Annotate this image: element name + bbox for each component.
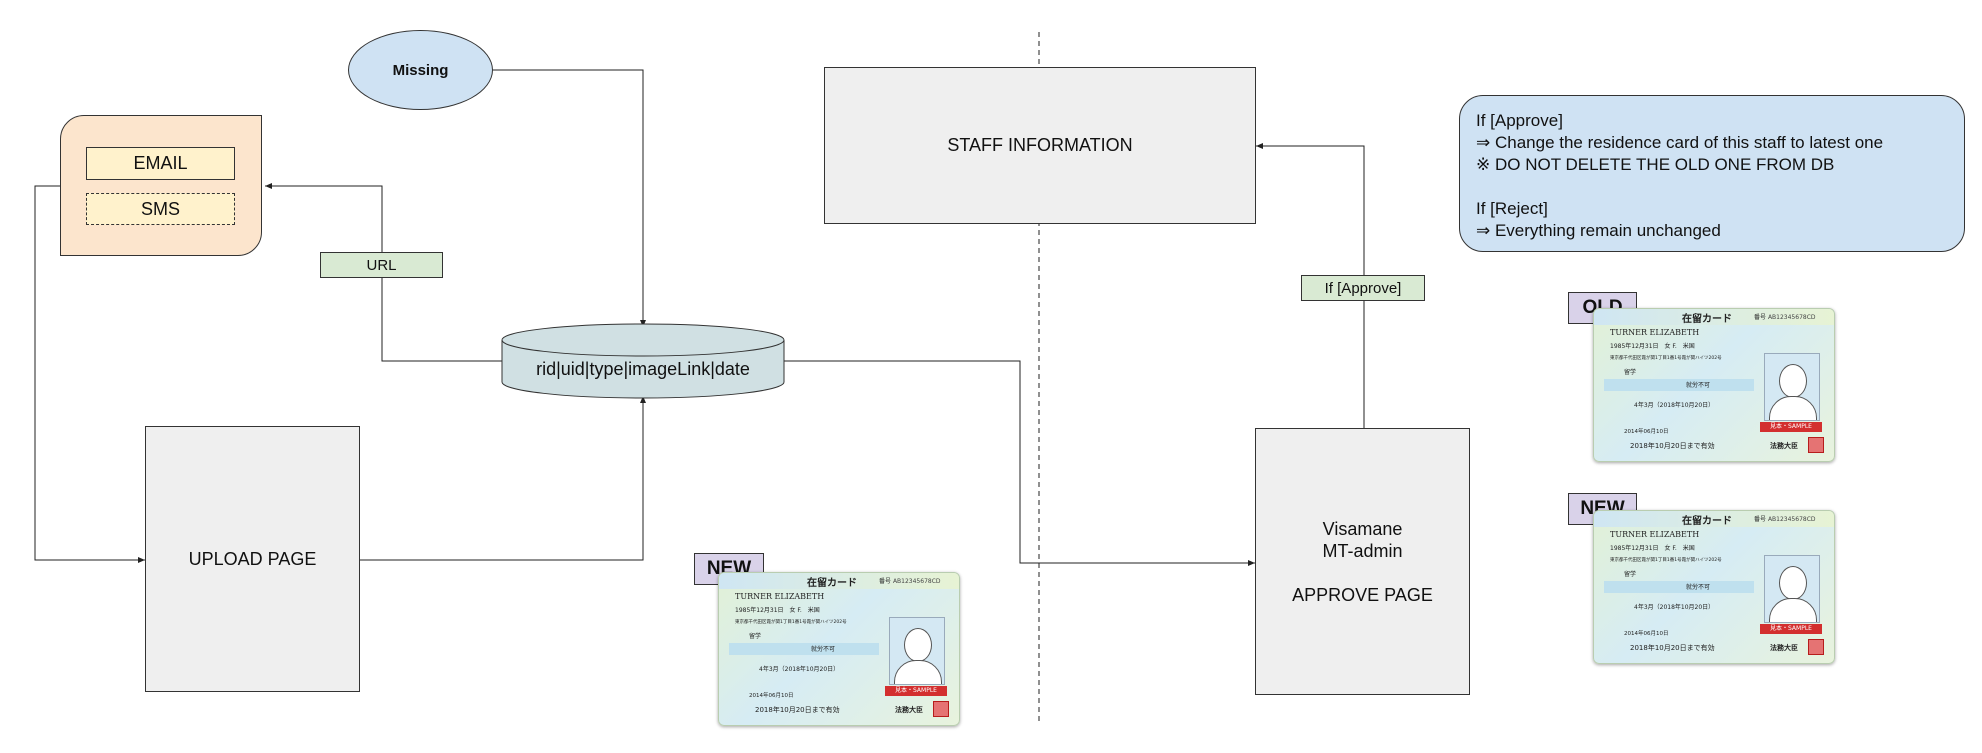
card-period: 4年3月（2018年10月20日） (1634, 604, 1715, 611)
upload-page-box: UPLOAD PAGE (145, 426, 360, 692)
residence-card-image: 在留カード 番号 AB12345678CD TURNER ELIZABETH 1… (1593, 308, 1835, 462)
approve-to-staff-arrow (1256, 143, 1365, 428)
missing-to-db-arrow (493, 69, 646, 327)
card-name: TURNER ELIZABETH (1610, 328, 1700, 337)
approve-page-line3: APPROVE PAGE (1292, 584, 1433, 605)
note-box: If [Approve] ⇒ Change the residence card… (1459, 95, 1965, 252)
card-issued: 2014年06月10日 (1624, 429, 1669, 435)
card-dob: 1985年12月31日 (1610, 545, 1659, 552)
note-line-2: ⇒ Change the residence card of this staf… (1476, 133, 1884, 152)
card-photo (1764, 555, 1820, 623)
approve-page-line1: Visamane (1322, 518, 1403, 539)
url-label: URL (366, 256, 397, 274)
email-label: EMAIL (133, 153, 188, 173)
db-to-approve-arrow (784, 360, 1255, 566)
card-photo (1764, 353, 1820, 421)
card-sex: 女 F. (789, 607, 802, 614)
card-title: 在留カード (1682, 516, 1732, 527)
if-approve-label: If [Approve] (1324, 279, 1402, 297)
card-work: 就労不可 (811, 646, 836, 653)
card-address: 東京都千代田区霞が関1丁目1番1号霞が関ハイツ202号 (1610, 558, 1722, 563)
sms-box: SMS (86, 193, 235, 225)
email-box: EMAIL (86, 147, 235, 180)
card-sample-badge: 見本・SAMPLE (1760, 624, 1822, 634)
notify-box: EMAIL SMS (60, 115, 262, 256)
card-name: TURNER ELIZABETH (735, 592, 825, 601)
card-period: 4年3月（2018年10月20日） (759, 666, 840, 673)
card-work: 就労不可 (1686, 584, 1711, 591)
card-address: 東京都千代田区霞が関1丁目1番1号霞が関ハイツ202号 (1610, 356, 1722, 361)
card-title: 在留カード (807, 578, 857, 589)
card-number: AB12345678CD (1767, 314, 1816, 321)
card-issued: 2014年06月10日 (749, 693, 794, 699)
card-status: 留学 (1624, 369, 1637, 376)
upload-page-label: UPLOAD PAGE (188, 548, 317, 569)
card-number: AB12345678CD (1767, 516, 1816, 523)
card-number-label: 番号 (1754, 314, 1767, 321)
card-name: TURNER ELIZABETH (1610, 530, 1700, 539)
url-label-box: URL (320, 252, 443, 278)
missing-node: Missing (348, 30, 493, 110)
card-number-label: 番号 (1754, 516, 1767, 523)
card-nationality: 米国 (1682, 343, 1695, 350)
card-valid: 2018年10月20日まで有効 (1630, 442, 1715, 450)
upload-to-db-arrow (360, 396, 646, 561)
card-seal (1808, 437, 1824, 453)
card-nationality: 米国 (1682, 545, 1695, 552)
card-dob: 1985年12月31日 (735, 607, 784, 614)
card-valid: 2018年10月20日まで有効 (1630, 644, 1715, 652)
card-title: 在留カード (1682, 314, 1732, 325)
card-sample-badge: 見本・SAMPLE (885, 686, 947, 696)
note-line-4: If [Reject] (1476, 199, 1548, 218)
missing-label: Missing (392, 61, 449, 79)
card-status: 留学 (1624, 571, 1637, 578)
card-valid: 2018年10月20日まで有効 (755, 706, 840, 714)
card-new-middle-slot: 在留カード 番号 AB12345678CD TURNER ELIZABETH 1… (718, 572, 960, 726)
card-minister: 法務大臣 (1770, 442, 1798, 450)
note-line-5: ⇒ Everything remain unchanged (1476, 221, 1721, 240)
card-sample-badge: 見本・SAMPLE (1760, 422, 1822, 432)
card-photo (889, 617, 945, 685)
card-dob: 1985年12月31日 (1610, 343, 1659, 350)
card-sex: 女 F. (1664, 343, 1677, 350)
card-number: AB12345678CD (892, 578, 941, 585)
approve-page-box: Visamane MT-admin APPROVE PAGE (1255, 428, 1470, 695)
card-status: 留学 (749, 633, 762, 640)
note-line-1: If [Approve] (1476, 111, 1563, 130)
card-address: 東京都千代田区霞が関1丁目1番1号霞が関ハイツ202号 (735, 620, 847, 625)
approve-page-line2: MT-admin (1322, 540, 1403, 561)
staff-information-box: STAFF INFORMATION (824, 67, 1256, 224)
card-minister: 法務大臣 (895, 706, 923, 714)
staff-information-label: STAFF INFORMATION (947, 135, 1133, 155)
card-seal (1808, 639, 1824, 655)
card-sex: 女 F. (1664, 545, 1677, 552)
notify-to-upload-arrow (34, 185, 145, 563)
card-nationality: 米国 (807, 607, 820, 614)
card-old-slot: 在留カード 番号 AB12345678CD TURNER ELIZABETH 1… (1593, 308, 1835, 462)
card-work: 就労不可 (1686, 382, 1711, 389)
card-number-label: 番号 (879, 578, 892, 585)
if-approve-label-box: If [Approve] (1301, 275, 1425, 301)
card-period: 4年3月（2018年10月20日） (1634, 402, 1715, 409)
db-record-label: rid|uid|type|imageLink|date (536, 358, 750, 379)
residence-card-image: 在留カード 番号 AB12345678CD TURNER ELIZABETH 1… (1593, 510, 1835, 664)
note-line-3: ※ DO NOT DELETE THE OLD ONE FROM DB (1476, 155, 1835, 174)
card-new-right-slot: 在留カード 番号 AB12345678CD TURNER ELIZABETH 1… (1593, 510, 1835, 664)
card-minister: 法務大臣 (1770, 644, 1798, 652)
database-cylinder (501, 323, 785, 399)
residence-card-image: 在留カード 番号 AB12345678CD TURNER ELIZABETH 1… (718, 572, 960, 726)
db-record-box: rid|uid|type|imageLink|date (502, 352, 784, 386)
card-issued: 2014年06月10日 (1624, 631, 1669, 637)
card-seal (933, 701, 949, 717)
sms-label: SMS (140, 198, 180, 219)
